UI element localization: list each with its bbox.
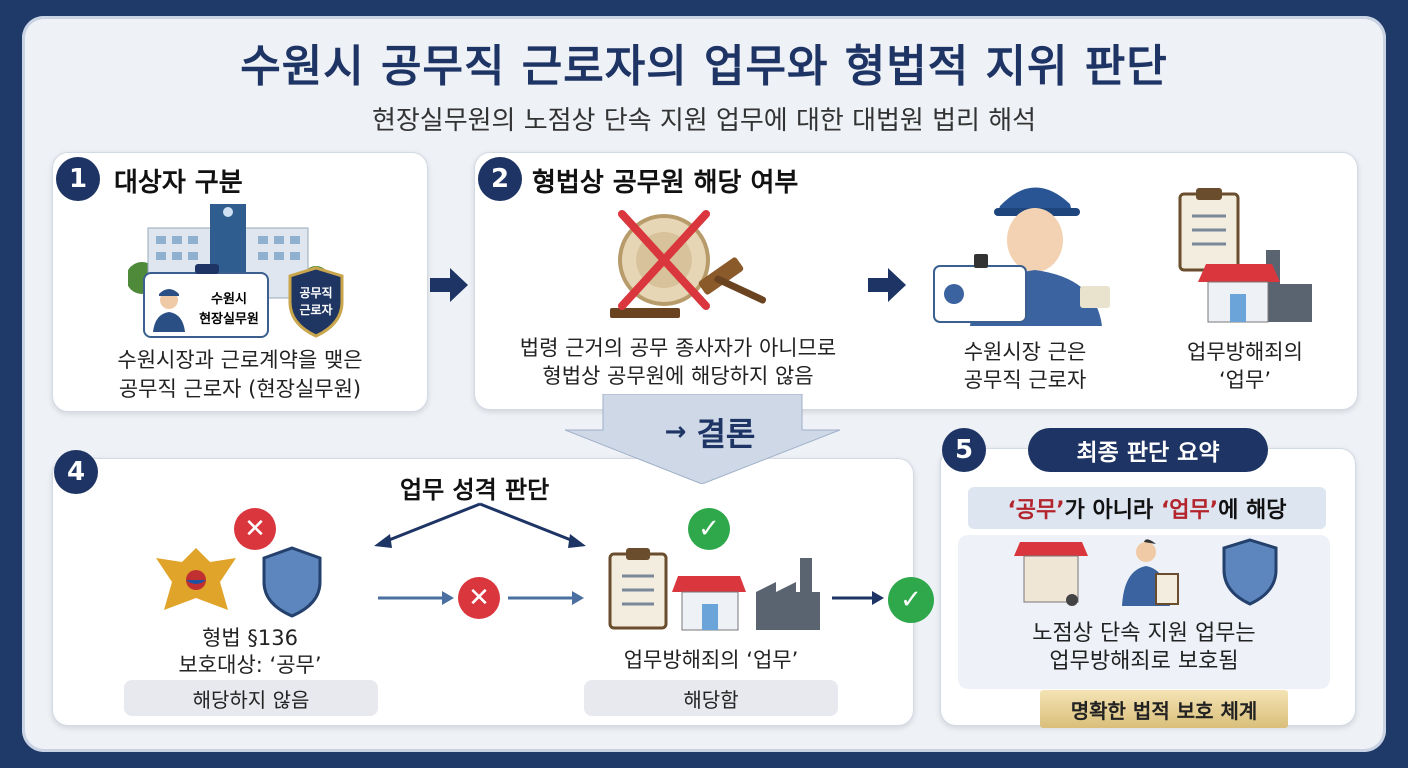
police-emblem-icon <box>156 548 236 610</box>
worker-avatar-icon <box>153 289 185 332</box>
id-card-badge: 수원시 현장실무원 <box>143 264 269 338</box>
band-mid: 가 아니라 <box>1064 498 1161 523</box>
card2-left-line1: 법령 근거의 공무 종사자가 아니므로 <box>519 336 837 360</box>
branch-arrows-icon <box>374 502 586 548</box>
card2-heading: 형법상 공무원 해당 여부 <box>532 168 799 198</box>
approve-badge-icon: ✓ <box>888 577 934 623</box>
shield-icon <box>262 546 322 618</box>
page-subtitle: 현장실무원의 노점상 단속 지원 업무에 대한 대법원 법리 해석 <box>371 106 1037 136</box>
step-number-4: 4 <box>54 450 98 494</box>
reject-badge-icon: ✕ <box>458 577 500 619</box>
approve-badge-icon: ✓ <box>688 508 730 550</box>
card1-desc-line1: 수원시장과 근로계약을 맺은 <box>117 348 363 372</box>
card4-right-line1: 업무방해죄의 ‘업무’ <box>623 648 799 672</box>
card2-left-line2: 형법상 공무원에 해당하지 않음 <box>542 364 814 388</box>
arrow-right-icon <box>832 591 884 605</box>
arrow-right-icon <box>868 268 906 302</box>
card2-right-line2: ‘업무’ <box>1219 368 1271 392</box>
arrow-right-icon <box>508 591 584 605</box>
band-red-1: ‘공무’ <box>1007 498 1065 523</box>
card2-right-line1: 업무방해죄의 <box>1187 340 1303 364</box>
conclusion-text: 결론 <box>696 415 756 453</box>
shield-line1: 공무직 <box>299 286 333 300</box>
summary-band: ‘공무’ 가 아니라 ‘업무’ 에 해당 <box>968 487 1326 529</box>
clipboard-shop-factory-icon <box>1178 188 1312 323</box>
field-worker-icon <box>933 187 1110 326</box>
card2-mid-line2: 공무직 근로자 <box>963 368 1087 392</box>
card5-desc-line1: 노점상 단속 지원 업무는 <box>1032 621 1256 646</box>
id-card-line2: 현장실무원 <box>199 312 259 327</box>
step-number-5: 5 <box>942 428 986 472</box>
stall-worker-shield-icon <box>1014 538 1278 606</box>
card1-desc-line2: 공무직 근로자 (현장실무원) <box>118 377 362 401</box>
crossed-emblem-gavel-icon <box>610 210 767 318</box>
page-title: 수원시 공무직 근로자의 업무와 형법적 지위 판단 <box>240 41 1168 92</box>
band-end: 에 해당 <box>1218 498 1287 523</box>
arrow-right-icon <box>378 591 454 605</box>
id-card-line1: 수원시 <box>211 292 247 307</box>
conclusion-banner <box>565 394 840 484</box>
not-applicable-pill: 해당하지 않음 <box>124 680 378 716</box>
step-number-2: 2 <box>478 157 522 201</box>
shield-line2: 근로자 <box>299 303 333 317</box>
card4-left-line2: 보호대상: ‘공무’ <box>178 653 322 677</box>
card5-desc-line2: 업무방해죄로 보호됨 <box>1049 649 1239 674</box>
reject-badge-icon: ✕ <box>234 508 276 550</box>
legal-protection-ribbon: 명확한 법적 보호 체계 <box>1040 690 1288 728</box>
step-number-1: 1 <box>56 157 100 201</box>
conclusion-label: → 결론 <box>620 410 800 454</box>
arrow-right-icon: → <box>664 417 687 447</box>
card4-heading: 업무 성격 판단 <box>400 476 550 504</box>
applicable-pill: 해당함 <box>584 680 838 716</box>
arrow-right-icon <box>430 268 468 302</box>
summary-title: 최종 판단 요약 <box>1028 428 1268 472</box>
card1-heading: 대상자 구분 <box>114 168 243 198</box>
card2-mid-line1: 수원시장 근은 <box>963 340 1087 364</box>
clipboard-shop-factory-icon <box>608 548 820 631</box>
card4-left-line1: 형법 §136 <box>202 626 298 650</box>
shield-icon <box>288 266 344 338</box>
band-red-2: ‘업무’ <box>1160 498 1219 523</box>
